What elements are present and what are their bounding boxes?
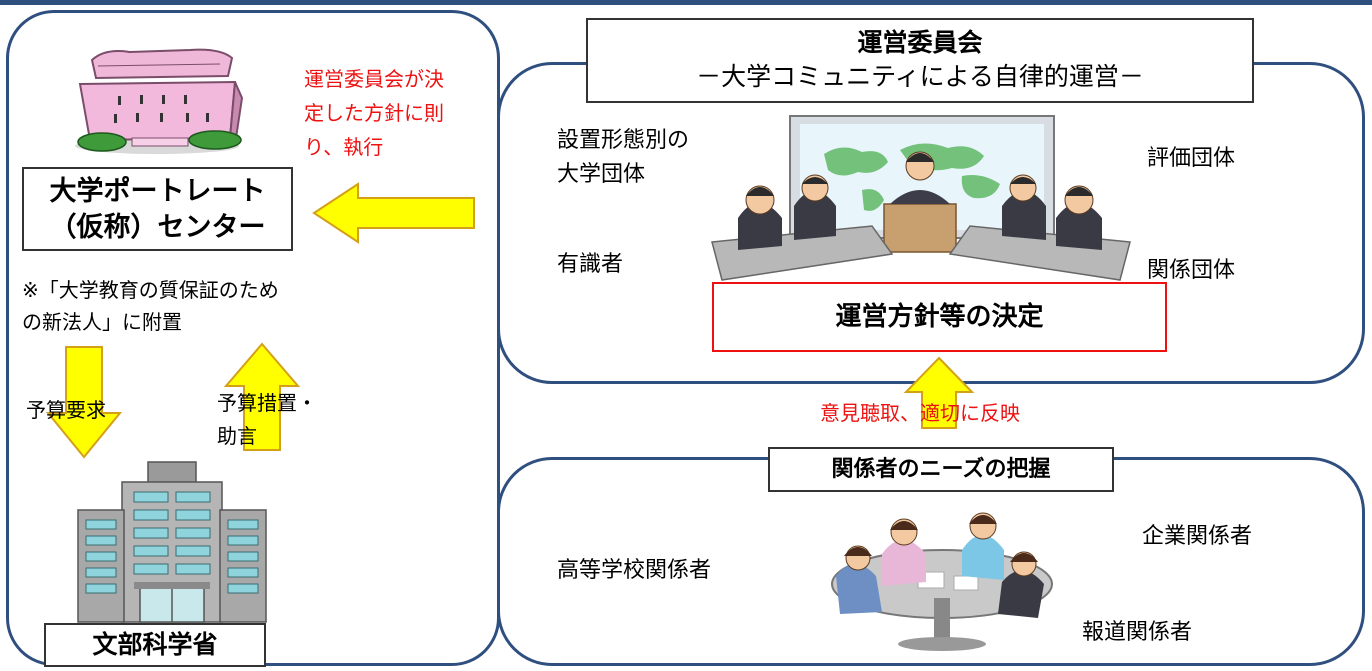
feedback-label: 意見聴取、適切に反映	[820, 401, 1020, 425]
center-name-line1: 大学ポートレート	[49, 176, 266, 207]
needs-company: 企業関係者	[1142, 524, 1253, 549]
ministry-building-icon	[77, 461, 267, 623]
needs-title: 関係者のニーズの把握	[831, 457, 1051, 482]
ministry-label: 文部科学省	[92, 630, 218, 659]
portrait-center-box: 大学ポートレート （仮称）センター	[22, 167, 293, 251]
committee-meeting-icon	[711, 115, 1131, 281]
needs-highschool: 高等学校関係者	[557, 558, 712, 583]
university-building-icon	[75, 48, 244, 154]
needs-press: 報道関係者	[1082, 620, 1193, 645]
member-experts: 有識者	[557, 252, 624, 277]
execution-label-line3: り、執行	[304, 135, 384, 159]
execution-label-line2: 定した方針に則	[304, 101, 444, 125]
member-related: 関係団体	[1147, 258, 1236, 283]
committee-subtitle: －大学コミュニティによる自律的運営－	[696, 62, 1144, 91]
member-univ-line2: 大学団体	[557, 162, 646, 187]
budget-measures-label-line2: 助言	[217, 424, 257, 448]
affiliation-note-line2: の新法人」に附置	[22, 310, 182, 334]
execution-label-line1: 運営委員会が決	[304, 67, 444, 91]
group-meeting-icon	[831, 512, 1053, 651]
top-rule	[0, 0, 1372, 5]
feedback-arrow-icon	[903, 356, 975, 429]
committee-title: 運営委員会	[857, 28, 983, 57]
affiliation-note-line1: ※「大学教育の質保証のため	[22, 278, 279, 302]
execution-arrow-icon	[312, 182, 475, 244]
needs-title-box: 関係者のニーズの把握	[768, 447, 1114, 492]
member-evaluation: 評価団体	[1147, 146, 1236, 171]
budget-request-arrow-icon	[45, 346, 123, 459]
budget-measures-label-line1: 予算措置・	[217, 391, 317, 415]
budget-request-label: 予算要求	[26, 398, 106, 422]
decision-label: 運営方針等の決定	[835, 302, 1044, 332]
decision-box: 運営方針等の決定	[712, 282, 1167, 352]
committee-title-box: 運営委員会 －大学コミュニティによる自律的運営－	[586, 18, 1254, 103]
center-name-line2: （仮称）センター	[49, 212, 266, 243]
budget-measures-arrow-icon	[223, 342, 301, 451]
member-univ-line1: 設置形態別の	[557, 128, 690, 153]
ministry-box: 文部科学省	[44, 623, 266, 667]
